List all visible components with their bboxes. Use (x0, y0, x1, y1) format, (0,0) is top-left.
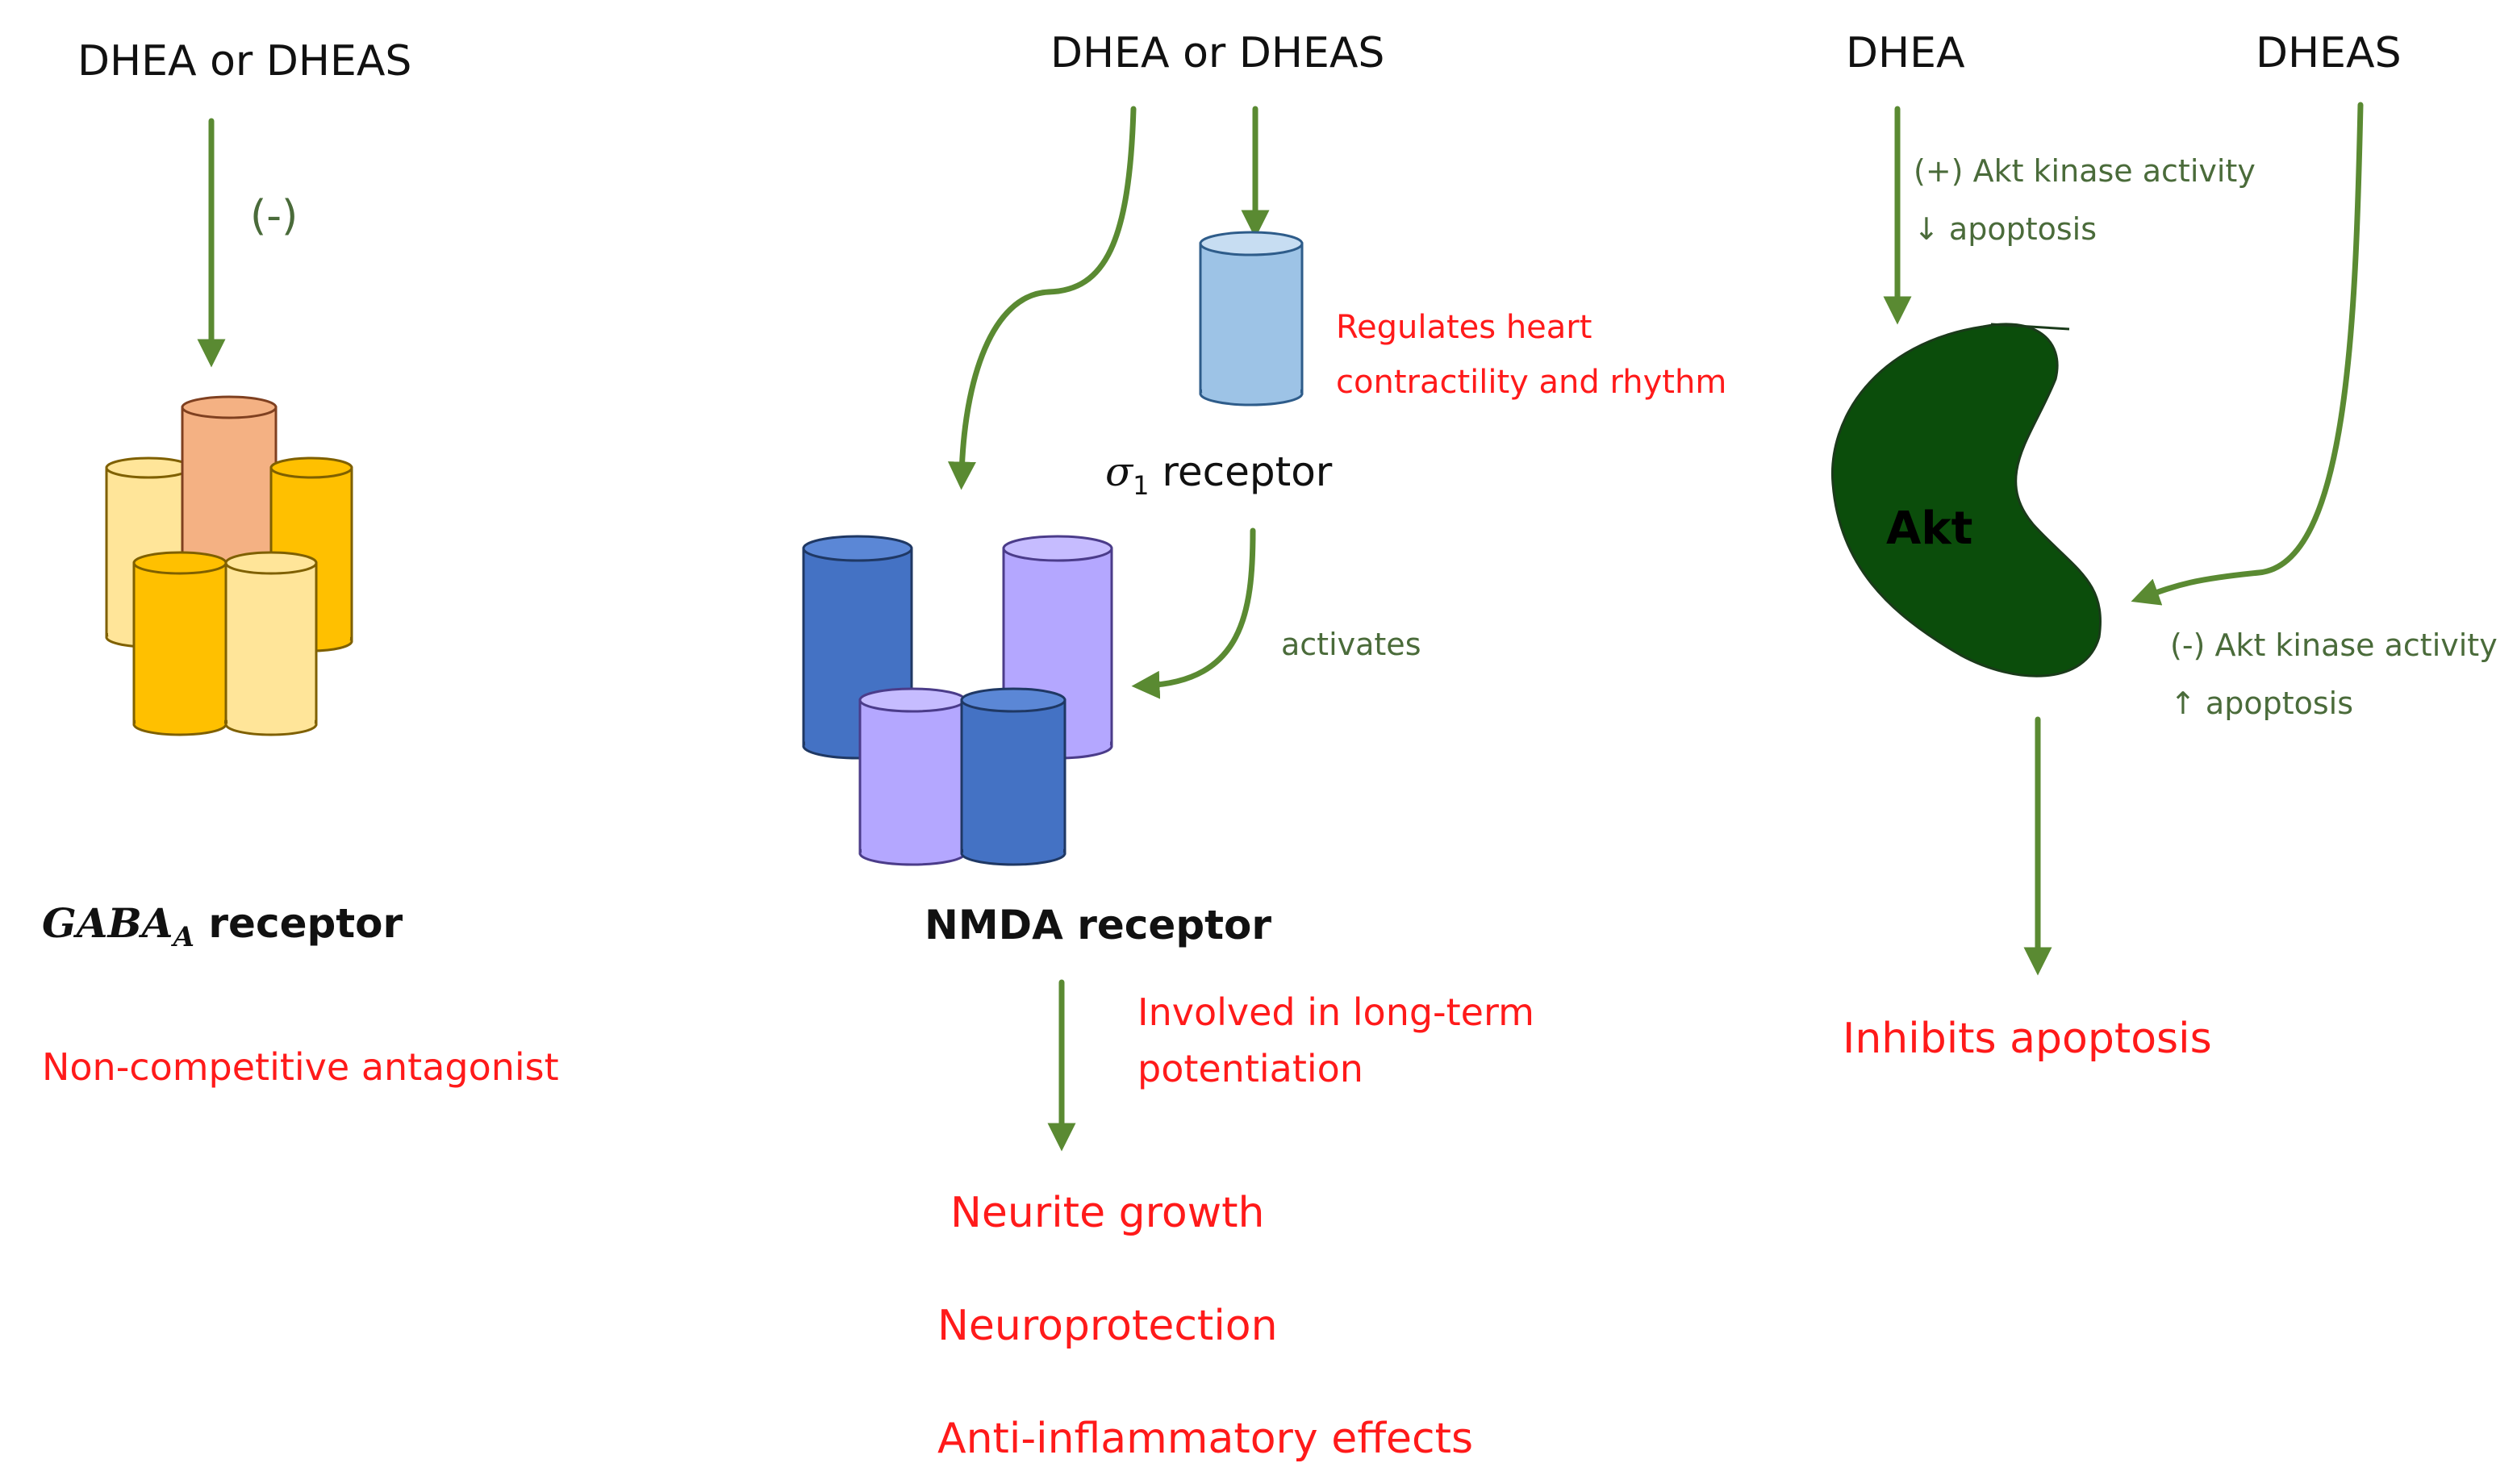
left-inhibit-sign: (-) (250, 192, 298, 240)
left-source-label: DHEA or DHEAS (77, 37, 412, 85)
sigma-receptor-label: σ1 receptor (1105, 452, 1332, 498)
nmda-receptor-label: NMDA receptor (925, 902, 1272, 948)
right-outcome: Inhibits apoptosis (1843, 1015, 2212, 1063)
cylinder (858, 687, 966, 866)
dheas-source-label: DHEAS (2256, 29, 2402, 77)
gaba-symbol: GABA (42, 899, 173, 947)
dheas-effect-line2: ↑ apoptosis (2170, 686, 2353, 721)
middle-source-label: DHEA or DHEAS (1050, 29, 1385, 77)
left-outcome: Non-competitive antagonist (42, 1045, 559, 1089)
cylinder (224, 551, 318, 736)
arrow-dheas-to-akt (2131, 102, 2364, 606)
outcome-anti-inflammatory: Anti-inflammatory effects (937, 1415, 1474, 1463)
outcome-neuroprotection: Neuroprotection (937, 1302, 1278, 1350)
akt-protein-shape (1830, 323, 2102, 677)
akt-notch (1990, 323, 2070, 331)
dheas-effect-line1: (-) Akt kinase activity (2170, 627, 2498, 663)
outcome-neurite-growth: Neurite growth (950, 1189, 1265, 1237)
gaba-receptor-word: receptor (208, 900, 403, 947)
dhea-effect-line1: (+) Akt kinase activity (1914, 153, 2256, 189)
cylinder (132, 551, 227, 736)
sigma-receptor-icon (1199, 231, 1304, 406)
gaba-receptor-label: GABAA receptor (42, 900, 403, 953)
dhea-source-label: DHEA (1846, 29, 1965, 77)
ltp-line1: Involved in long-term (1137, 990, 1534, 1034)
gaba-subscript: A (173, 921, 194, 953)
gaba-receptor-icon (105, 395, 353, 736)
sigma-subscript: 1 (1133, 470, 1150, 501)
sigma-note-line2: contractility and rhythm (1336, 364, 1727, 401)
arrow-sigma-activates-nmda (1131, 527, 1256, 699)
dhea-effect-line2: ↓ apoptosis (1914, 211, 2097, 247)
sigma-symbol: σ (1105, 448, 1133, 495)
akt-label: Akt (1886, 502, 1973, 555)
ltp-line2: potentiation (1137, 1047, 1363, 1090)
nmda-receptor-icon (802, 535, 1113, 866)
sigma-receptor-word: receptor (1162, 448, 1333, 495)
activates-label: activates (1281, 627, 1421, 662)
sigma-note-line1: Regulates heart (1336, 309, 1592, 346)
arrow-dhea-to-nmda (947, 106, 1137, 490)
cylinder (960, 687, 1066, 866)
